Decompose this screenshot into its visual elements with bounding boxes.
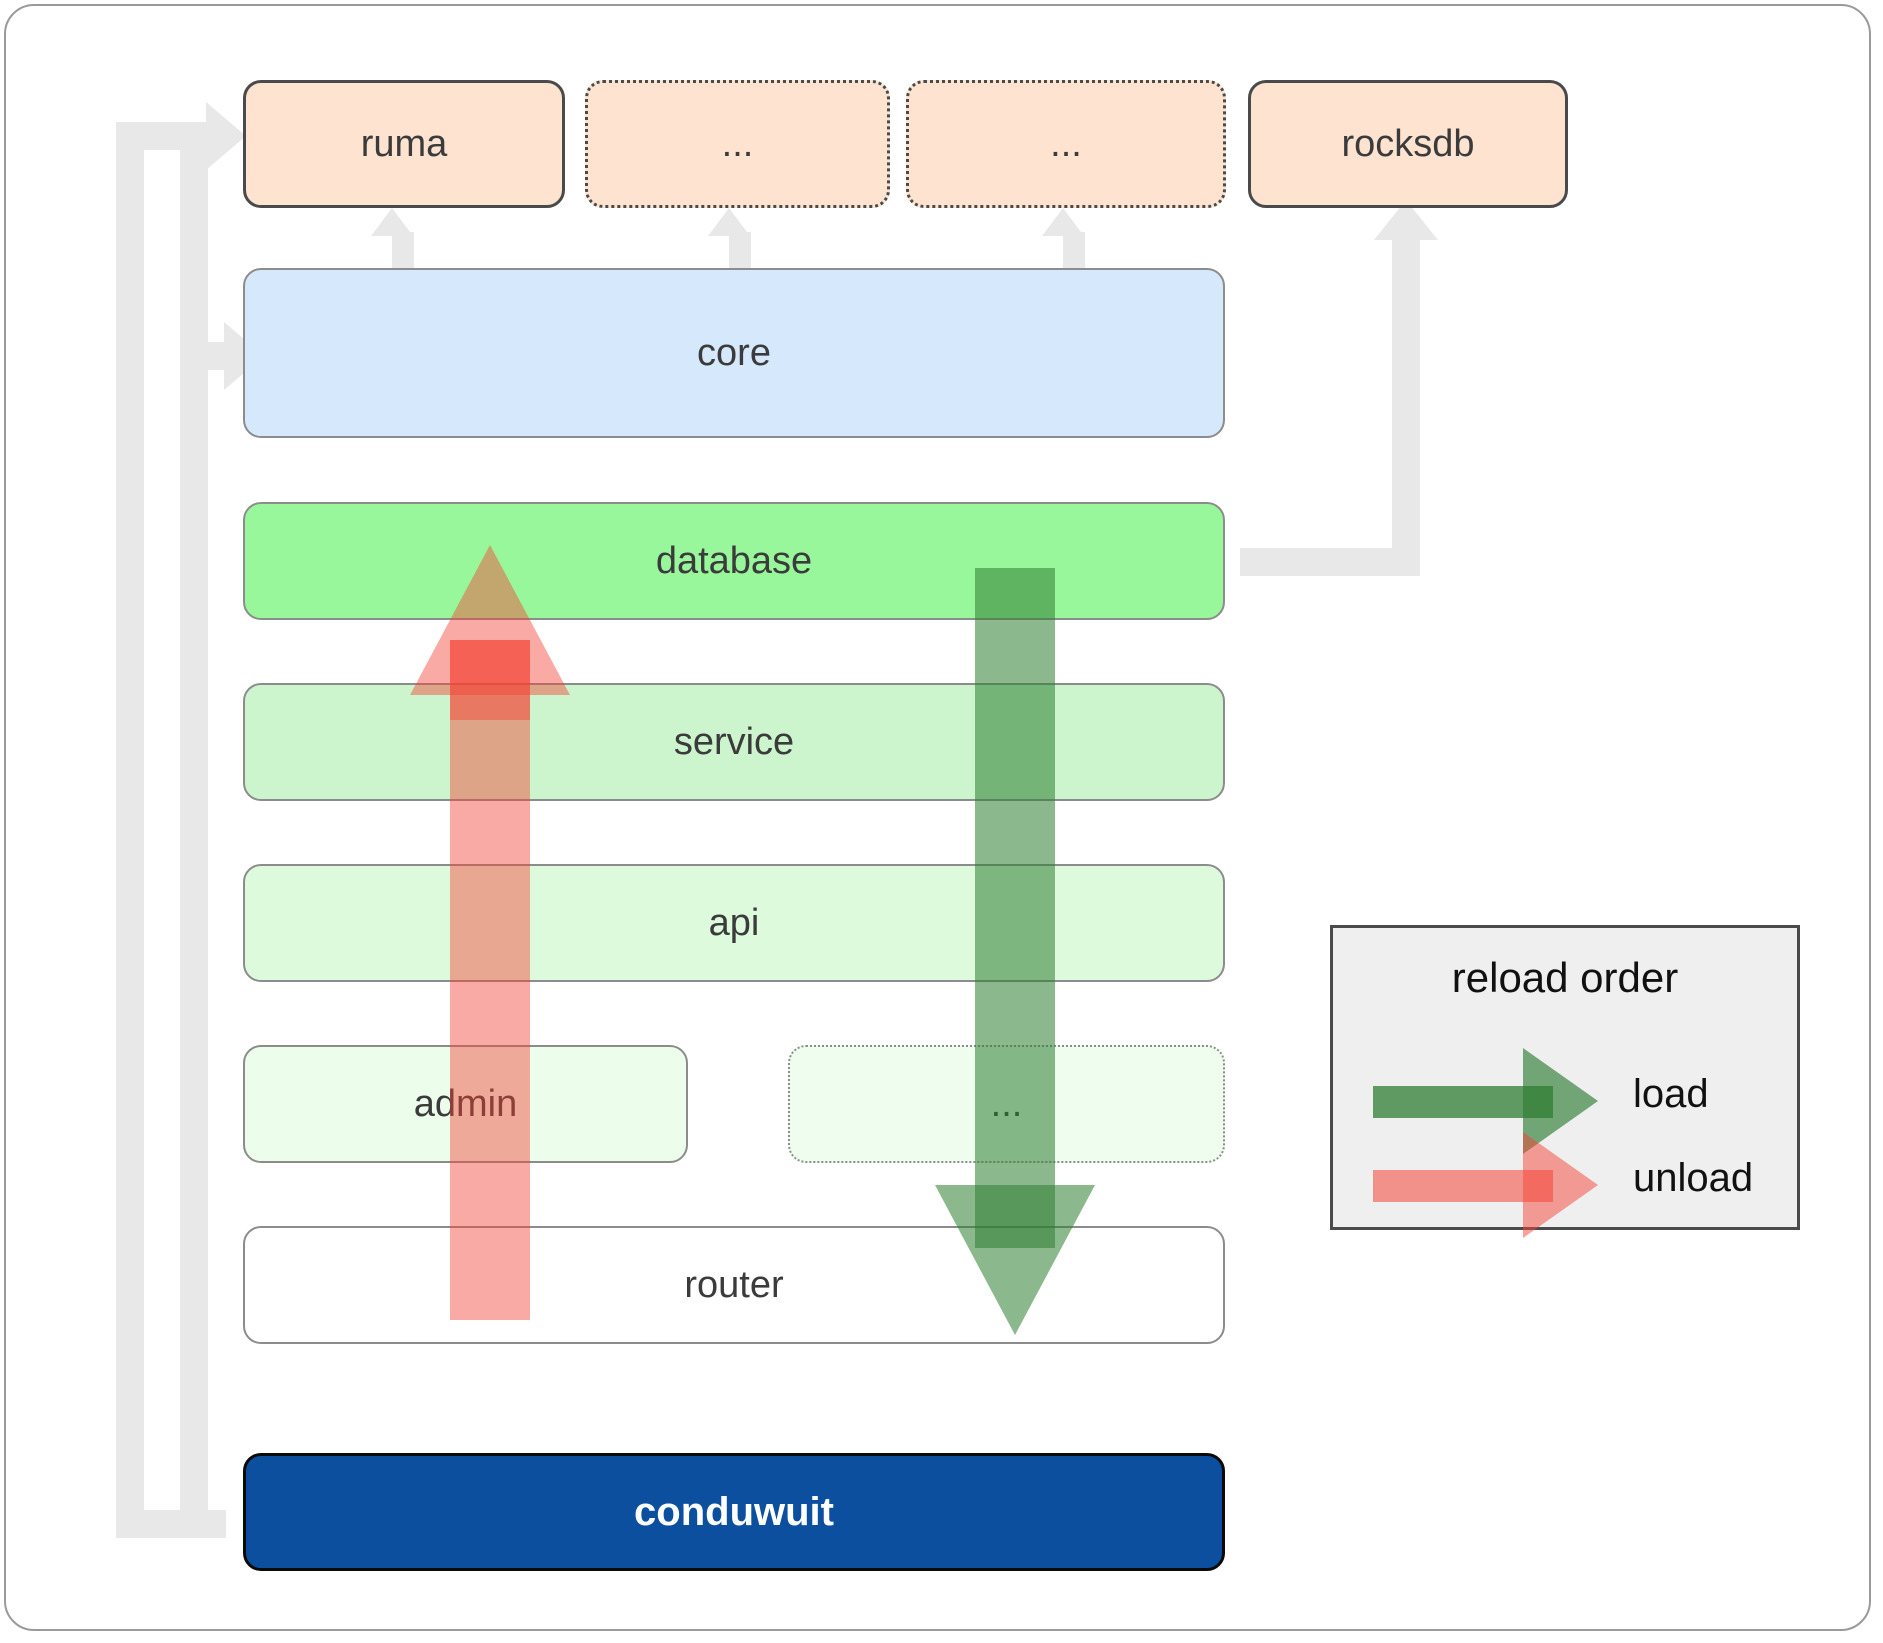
connector-arrow-ruma — [206, 102, 246, 170]
legend-panel: reload order load unload — [1330, 925, 1800, 1238]
legend-label-load: load — [1633, 1072, 1709, 1116]
layer-label: database — [655, 539, 813, 582]
connector-rocksdb-vertical — [1392, 240, 1420, 576]
layer-label: service — [673, 720, 795, 763]
binary-box-conduwuit[interactable]: conduwuit — [243, 1453, 1225, 1571]
connector-arrow-dep-dots1 — [708, 208, 750, 236]
layer-label: router — [684, 1263, 784, 1306]
connector-to-ruma — [116, 122, 216, 150]
layer-box-admin[interactable]: admin — [243, 1045, 688, 1163]
unload-arrow-shaft — [450, 640, 530, 1320]
dependency-label: rocksdb — [1341, 122, 1475, 165]
connector-core-to-dots1-stub — [729, 232, 751, 272]
layer-box-service[interactable]: service — [243, 683, 1225, 801]
connector-outer-vertical — [116, 122, 144, 1538]
dependency-box-rocksdb[interactable]: rocksdb — [1248, 80, 1568, 208]
load-arrow-head — [935, 1185, 1095, 1335]
dependency-box-dots-2[interactable]: ... — [906, 80, 1226, 208]
legend-title: reload order — [1451, 954, 1679, 1001]
connector-arrow-dep-dots2 — [1042, 208, 1084, 236]
layer-box-core[interactable]: core — [243, 268, 1225, 438]
dependency-label: ... — [721, 122, 754, 165]
layer-box-api[interactable]: api — [243, 864, 1225, 982]
dependency-box-ruma[interactable]: ruma — [243, 80, 565, 208]
dependency-label: ... — [1050, 122, 1082, 165]
load-arrow-shaft — [975, 568, 1055, 1248]
legend-label-unload: unload — [1633, 1156, 1754, 1200]
layer-label: core — [697, 331, 771, 374]
connector-inner-vertical — [180, 150, 208, 1538]
dependency-box-dots-1[interactable]: ... — [585, 80, 890, 208]
layer-label: admin — [413, 1082, 518, 1125]
connector-arrow-dep-ruma — [371, 208, 413, 236]
unload-arrow-head — [410, 545, 570, 695]
layer-box-database[interactable]: database — [243, 502, 1225, 620]
legend-row-unload: unload — [1333, 1132, 1797, 1238]
connector-core-to-ruma-stub — [392, 232, 414, 272]
page-frame — [4, 4, 1871, 1631]
binary-label: conduwuit — [634, 1489, 834, 1534]
unload-arrow-shaft-overlap — [450, 640, 530, 720]
connector-core-to-dots2-stub — [1063, 232, 1085, 272]
connector-database-right — [1240, 548, 1420, 576]
dependency-label: ruma — [360, 122, 448, 165]
legend-unload-arrow-head — [1523, 1132, 1598, 1238]
layer-label: api — [708, 901, 760, 944]
